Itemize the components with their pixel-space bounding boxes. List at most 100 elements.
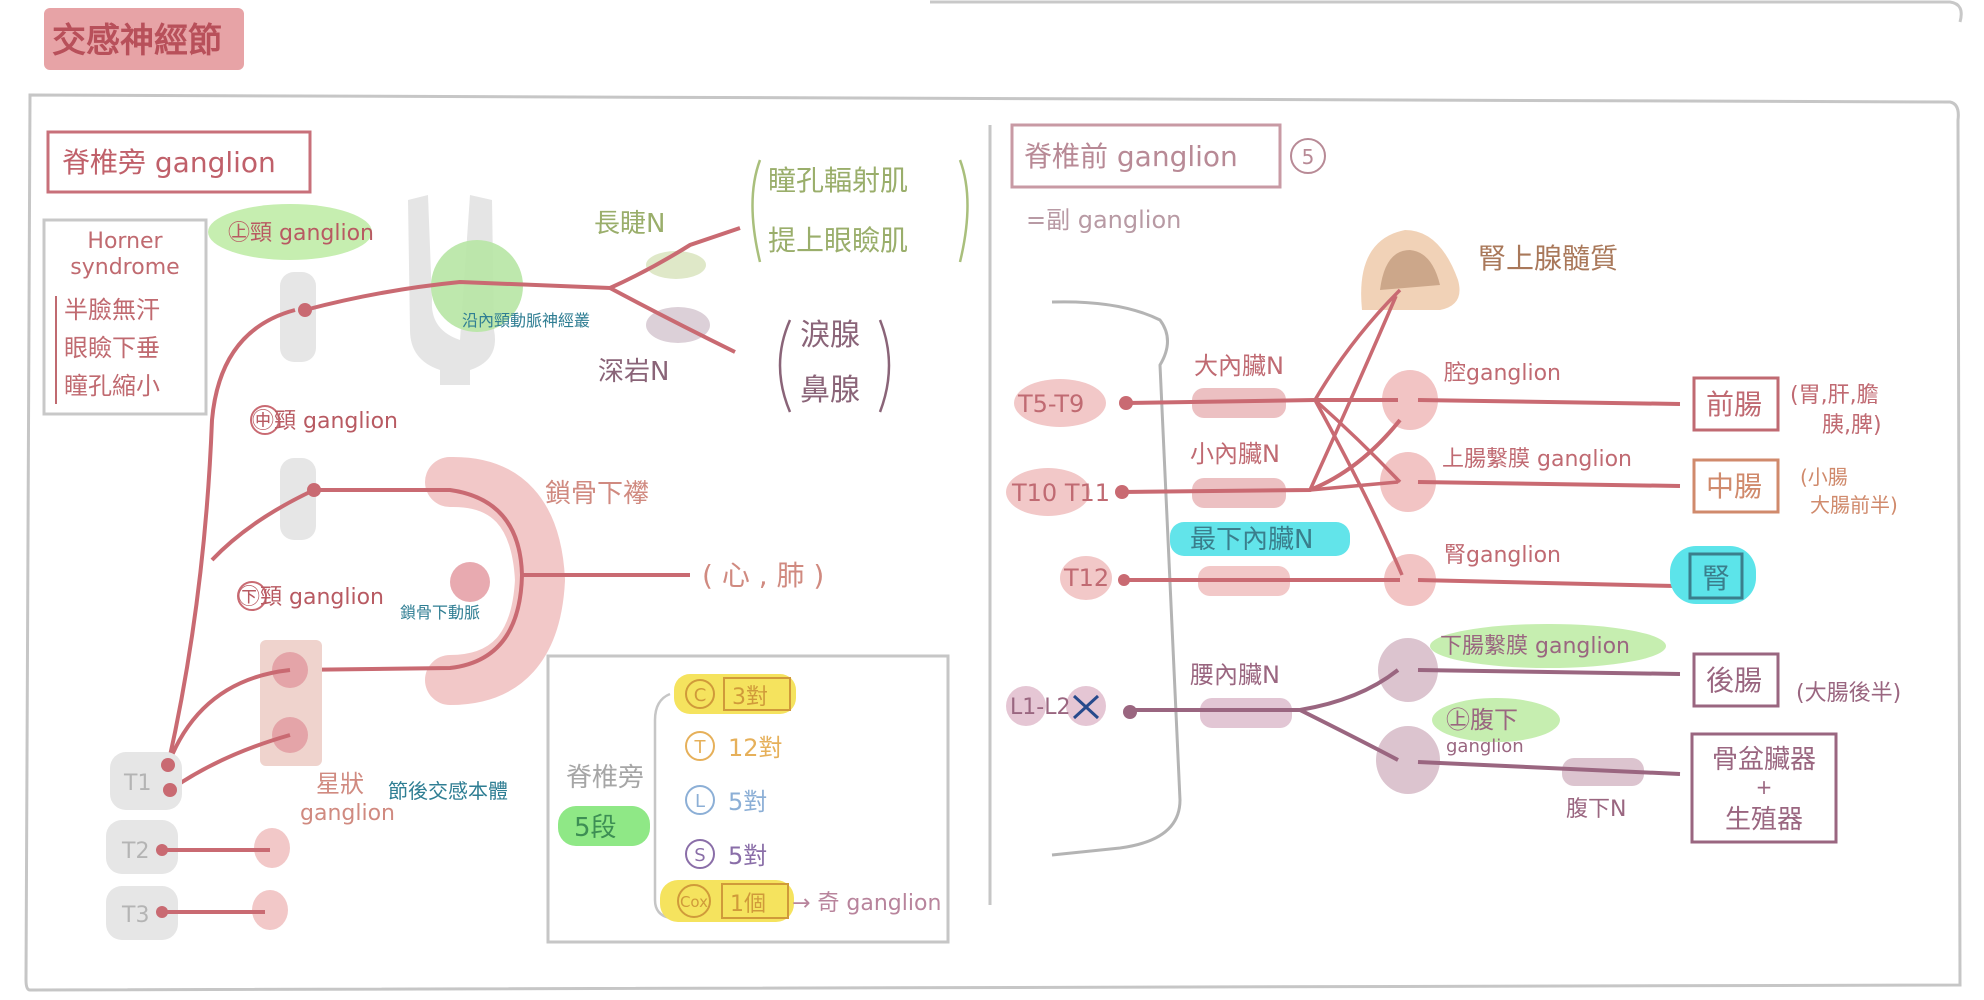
sympathetic-trunk <box>166 308 296 766</box>
ganglion-label: ㊤腹下 <box>1446 706 1518 734</box>
summary-bracket <box>653 692 671 920</box>
vertebra-t3 <box>106 886 178 940</box>
hypogastric-nerve-label: 腹下N <box>1566 797 1626 822</box>
trunk-to-middle-branch <box>210 488 315 562</box>
superior-label-highlight <box>208 204 372 260</box>
horner-title1: Horner <box>87 229 163 254</box>
superior-hypogastric-ganglion <box>1376 726 1440 794</box>
summary-row-letter-circle <box>685 785 715 815</box>
deep-petrosal-n-label: 深岩N <box>598 357 669 387</box>
subclavian-loop-label: 鎖骨下襻 <box>545 479 649 509</box>
t5-t9-to-renal <box>1313 399 1404 576</box>
summary-box <box>546 654 950 944</box>
target-label: 中腸 <box>1706 470 1762 503</box>
inferior-mesenteric-label-highlight <box>1430 624 1666 668</box>
summary-row-c-highlight <box>674 674 796 714</box>
inferior-ganglion-circle-mark <box>237 581 267 611</box>
gland-target: 鼻腺 <box>800 373 860 408</box>
target-hindgut-box <box>1692 652 1780 708</box>
t3-node <box>156 906 168 918</box>
target-pelvic-box <box>1690 732 1838 844</box>
target-label: + <box>1756 775 1773 799</box>
splanchnic-nerve-label: 大內臟N <box>1194 352 1284 380</box>
horner-item: 半臉無汗 <box>64 296 160 324</box>
prevertebral-count: 5 <box>1302 145 1315 169</box>
summary-row-count: 5對 <box>728 788 767 816</box>
horner-title2: syndrome <box>70 255 179 280</box>
inferior-ganglion-label: ㊦頸 ganglion <box>238 585 384 610</box>
spinal-level-t12-highlight <box>1060 556 1112 600</box>
stellate-label-ganglion: ganglion <box>300 801 395 826</box>
gland-targets-bracket <box>778 319 891 413</box>
target-label: 生殖器 <box>1725 805 1803 835</box>
subclavian-artery-dot <box>450 562 490 602</box>
summary-row-cox-highlight <box>660 880 794 922</box>
summary-row-count-box <box>721 883 789 919</box>
carotid-plexus-label: 沿內頸動脈神經叢 <box>462 311 590 330</box>
summary-row-letter: S <box>694 845 705 866</box>
t1-node <box>161 758 175 772</box>
eye-targets-bracket <box>751 159 969 263</box>
vertebra-t2 <box>106 820 178 874</box>
superior-mesenteric-ganglion <box>1380 452 1436 512</box>
summary-row-letter-circle <box>685 839 715 869</box>
prevertebral-subtitle: =副 ganglion <box>1026 206 1181 234</box>
target-note: (胃,肝,膽 <box>1790 383 1879 408</box>
superior-lower-branch <box>609 286 736 354</box>
spinal-cord-outline <box>1051 300 1182 857</box>
postganglionic-label: 節後交感本體 <box>388 779 508 803</box>
spinal-level-label: L1-L2 <box>1010 695 1070 720</box>
horner-item: 眼瞼下垂 <box>64 334 160 362</box>
lumbar-lower-nerve <box>1299 708 1399 762</box>
kidney-nerve <box>1417 578 1676 588</box>
summary-row-extra: → 奇 ganglion <box>792 891 941 916</box>
eye-target: 瞳孔輻射肌 <box>768 164 908 197</box>
subclavian-artery-label: 鎖骨下動脈 <box>400 603 480 622</box>
t10-t11-to-smg <box>1309 480 1399 492</box>
t10-t11-to-adrenal <box>1308 295 1398 491</box>
splanchnic-nerve-label: 小內臟N <box>1190 440 1280 468</box>
t5-t9-nerve <box>1125 397 1398 405</box>
ganglion-label: 下腸繫膜 ganglion <box>1440 634 1630 659</box>
title-highlight <box>44 8 244 70</box>
ganglion-label: 上腸繫膜 ganglion <box>1442 447 1632 472</box>
paravertebral-header-box <box>46 130 312 194</box>
target-note: 大腸前半) <box>1810 493 1898 517</box>
summary-row-letter: L <box>695 791 705 812</box>
top-border-line <box>930 0 1963 23</box>
ganglion-label: 腔ganglion <box>1444 361 1561 386</box>
summary-row-count: 1個 <box>730 892 766 917</box>
celiac-ganglion <box>1382 370 1438 430</box>
horner-box <box>42 218 208 416</box>
lumbar-nerve <box>1130 668 1400 712</box>
middle-ganglion-circle-mark <box>250 405 280 435</box>
prevertebral-header-box <box>1010 123 1282 189</box>
spinal-level-label: T12 <box>1063 564 1109 592</box>
ganglion-label: 腎ganglion <box>1444 543 1561 568</box>
lesser-splanchnic-highlight <box>1192 478 1286 508</box>
target-label: 後腸 <box>1706 664 1762 697</box>
ganglion-label: ganglion <box>1446 736 1524 757</box>
t5-t9-to-smg <box>1313 398 1402 484</box>
l2-strike-through <box>1072 694 1100 720</box>
adrenal-medulla <box>1380 250 1440 290</box>
page-title: 交感神經節 <box>52 21 222 61</box>
target-label: 骨盆臟器 <box>1712 745 1816 775</box>
middle-ganglion-label: ㊥頸 ganglion <box>252 409 398 434</box>
t5-t9-node <box>1119 396 1133 410</box>
summary-badge: 5段 <box>574 813 617 843</box>
lumbar-splanchnic-highlight <box>1200 698 1292 728</box>
superior-main-nerve <box>304 226 741 312</box>
least-splanchnic-highlight <box>1170 522 1350 556</box>
t10-t11-node <box>1115 485 1129 499</box>
trunk-to-stellate-branch <box>166 668 291 766</box>
paravertebral-header: 脊椎旁 ganglion <box>62 146 276 179</box>
vertebra-label: T1 <box>123 771 151 796</box>
adrenal-label: 腎上腺髓質 <box>1478 242 1618 275</box>
t12-node <box>1118 574 1130 586</box>
midgut-nerve <box>1417 480 1681 488</box>
hypogastric-label-highlight <box>1432 698 1560 742</box>
summary-row-count: 3對 <box>732 685 768 710</box>
t3-ganglion <box>252 890 288 930</box>
